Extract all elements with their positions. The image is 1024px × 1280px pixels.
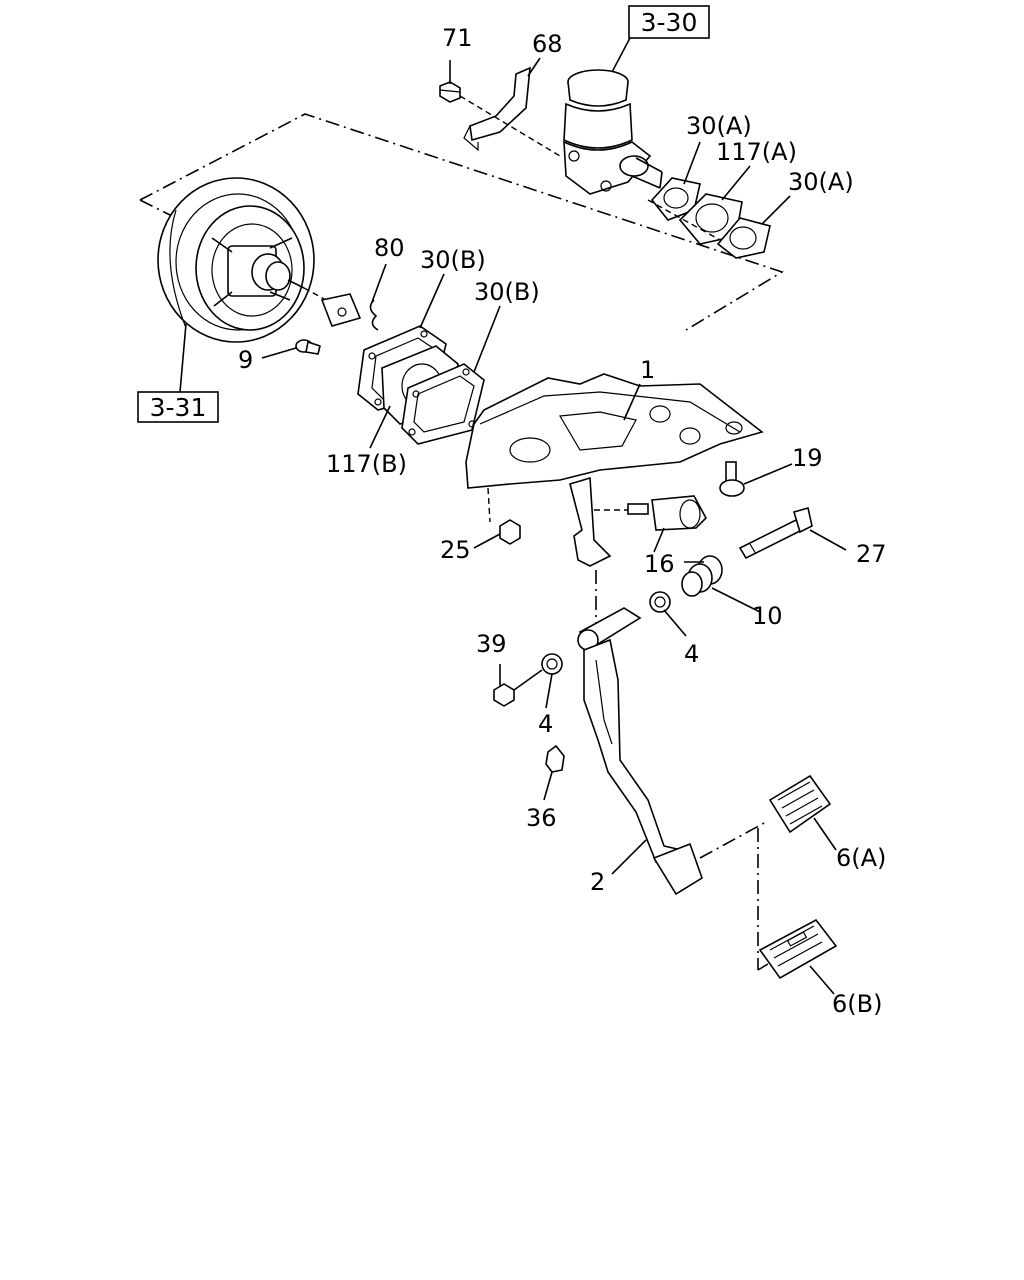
nut-39	[493, 683, 515, 707]
stop-switch-16	[594, 495, 707, 531]
nut-25	[499, 519, 521, 545]
callout-30a-2: 30(A)	[788, 168, 854, 196]
callout-30a-1: 30(A)	[686, 112, 752, 140]
callout-9: 9	[238, 346, 253, 374]
callout-6b: 6(B)	[832, 990, 882, 1018]
callout-2: 2	[590, 868, 605, 896]
callout-4-left: 4	[538, 710, 553, 738]
callout-80: 80	[374, 234, 405, 262]
master-cylinder	[563, 69, 663, 195]
callout-30b-1: 30(B)	[420, 246, 486, 274]
callout-36: 36	[526, 804, 557, 832]
callout-68: 68	[532, 30, 563, 58]
pedal-pad-6b	[758, 918, 838, 980]
callout-117b: 117(B)	[326, 450, 407, 478]
reference-box-3-30[interactable]: 3-30	[628, 5, 710, 39]
bracket-68	[463, 66, 531, 152]
callout-1: 1	[640, 356, 655, 384]
bushing-10	[681, 555, 723, 597]
reference-box-3-31[interactable]: 3-31	[137, 391, 219, 423]
callout-4-right: 4	[684, 640, 699, 668]
callout-6a: 6(A)	[836, 844, 886, 872]
callout-16: 16	[644, 550, 675, 578]
callout-30b-2: 30(B)	[474, 278, 540, 306]
callout-labels: 71 68 30(A) 117(A) 30(A) 80 30(B) 30(B) …	[238, 24, 887, 1018]
bushing-4-left	[541, 653, 563, 675]
bolt-19	[719, 461, 745, 497]
shaft-bolt-27	[738, 506, 813, 560]
callout-19: 19	[792, 444, 823, 472]
callout-25: 25	[440, 536, 471, 564]
brake-booster	[157, 177, 362, 343]
callout-27: 27	[856, 540, 887, 568]
callout-117a: 117(A)	[716, 138, 797, 166]
pad-alternative-frame	[699, 821, 769, 971]
gasket-30a-rear	[716, 217, 771, 259]
callout-10: 10	[752, 602, 783, 630]
reference-label-3-30: 3-30	[641, 8, 698, 37]
bushing-4-right	[649, 591, 671, 613]
brake-pedal-arm-2	[577, 607, 703, 896]
leader-lines	[179, 37, 847, 995]
callout-39: 39	[476, 630, 507, 658]
pedal-bracket-1	[465, 373, 764, 567]
nut-71	[439, 81, 461, 103]
gasket-30a-front	[650, 177, 701, 221]
gasket-30b-right	[401, 363, 485, 445]
reference-label-3-31: 3-31	[150, 393, 207, 422]
bolt-9	[295, 339, 321, 355]
clip-80	[369, 299, 379, 331]
pedal-pad-6a	[768, 774, 832, 834]
callout-71: 71	[442, 24, 473, 52]
stopper-36	[545, 744, 565, 773]
